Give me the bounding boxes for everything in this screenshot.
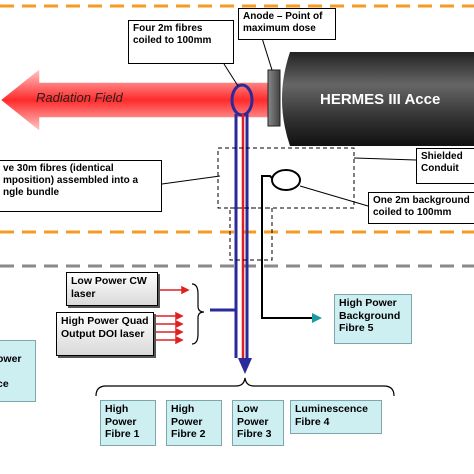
- quad-output-laser: High Power Quad Output DOI laser: [56, 312, 154, 356]
- anode-label: Anode – Point of maximum dose: [238, 8, 336, 40]
- left-partial-fibre-box: ower ce: [0, 340, 36, 402]
- shielded-conduit: [217, 147, 355, 209]
- fibre-box-3: Low Power Fibre 3: [232, 400, 284, 446]
- low-power-cw-laser: Low Power CW laser: [66, 272, 158, 306]
- machine-label: HERMES III Acce: [320, 91, 441, 108]
- fibre-box-2: High Power Fibre 2: [166, 400, 222, 446]
- shielded-conduit-label: Shielded Conduit: [416, 148, 474, 184]
- background-coil: [271, 169, 301, 191]
- fibre-box-1: High Power Fibre 1: [100, 400, 156, 446]
- background-coil-label: One 2m background coiled to 100mm: [368, 192, 474, 224]
- hermes-machine: [282, 52, 474, 146]
- fibre-bundle-label: ve 30m fibres (identical mposition) asse…: [0, 160, 162, 212]
- radiation-field-label: Radiation Field: [36, 90, 123, 105]
- fibre-box-4: Luminescence Fibre 4: [290, 400, 382, 434]
- background-fibre-5: High Power Background Fibre 5: [334, 294, 412, 344]
- anode-block: [267, 69, 281, 127]
- four-fibres-label: Four 2m fibres coiled to 100mm: [128, 20, 234, 64]
- conduit-tail: [229, 207, 273, 261]
